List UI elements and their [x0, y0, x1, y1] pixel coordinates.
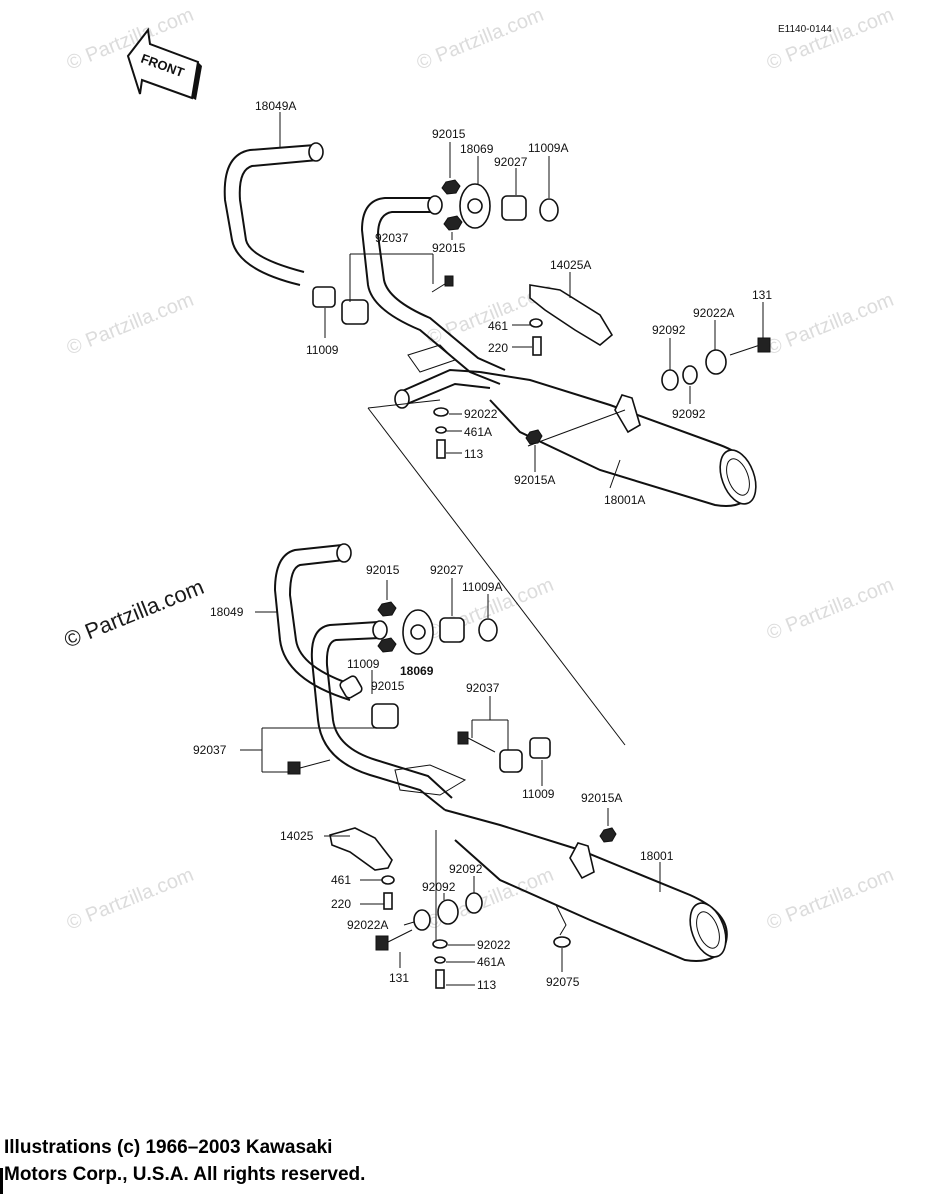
watermark: © Partzilla.com — [764, 864, 897, 935]
label-92037: 92037 — [466, 681, 500, 695]
label-92092: 92092 — [652, 323, 686, 337]
copyright-line-1: Illustrations (c) 1966–2003 Kawasaki — [4, 1137, 333, 1158]
label-113: 113 — [464, 447, 483, 461]
label-14025: 14025 — [280, 829, 314, 843]
label-18049: 18049 — [210, 605, 244, 619]
watermark: © Partzilla.com — [414, 4, 547, 75]
watermark: © Partzilla.com — [64, 289, 197, 360]
label-92092: 92092 — [422, 880, 456, 894]
lower-assembly: 92015 92027 11009A 18049 11009 92015 180… — [193, 543, 728, 992]
watermark: © Partzilla.com — [64, 864, 197, 935]
label-92015: 92015 — [371, 679, 405, 693]
label-92015: 92015 — [432, 241, 466, 255]
label-131: 131 — [389, 971, 409, 985]
label-14025A: 14025A — [550, 258, 591, 272]
label-92075: 92075 — [546, 975, 580, 989]
label-11009: 11009 — [347, 657, 380, 671]
label-11009: 11009 — [306, 343, 339, 357]
label-92022A: 92022A — [693, 306, 734, 320]
label-92022: 92022 — [464, 407, 498, 421]
label-92092: 92092 — [449, 862, 483, 876]
label-92015A: 92015A — [581, 791, 622, 805]
label-18069: 18069 — [400, 664, 434, 678]
label-92027: 92027 — [494, 155, 528, 169]
label-92027: 92027 — [430, 563, 464, 577]
label-92037: 92037 — [375, 231, 409, 245]
upper-assembly: 18049A 92015 18069 92027 11009A 92037 92… — [223, 99, 772, 746]
upper-leaders — [279, 112, 764, 489]
label-131: 131 — [752, 288, 772, 302]
label-461A: 461A — [464, 425, 492, 439]
watermark: © Partzilla.com — [764, 289, 897, 360]
copyright-bar — [0, 1168, 3, 1194]
front-arrow-icon: FRONT — [126, 27, 202, 100]
lower-leaders — [240, 578, 661, 986]
label-18001: 18001 — [640, 849, 674, 863]
diagram-code: E1140-0144 — [778, 24, 832, 35]
label-461: 461 — [331, 873, 351, 887]
label-220: 220 — [488, 341, 508, 355]
label-18069: 18069 — [460, 142, 494, 156]
label-11009A: 11009A — [462, 580, 502, 594]
label-461A: 461A — [477, 955, 505, 969]
label-18001A: 18001A — [604, 493, 645, 507]
label-11009A: 11009A — [528, 141, 568, 155]
label-92037: 92037 — [193, 743, 227, 757]
label-92022A: 92022A — [347, 918, 388, 932]
copyright-line-2: Motors Corp., U.S.A. All rights reserved… — [4, 1164, 366, 1185]
label-92022: 92022 — [477, 938, 511, 952]
label-92092: 92092 — [672, 407, 706, 421]
watermark-main: © Partzilla.com — [61, 574, 208, 653]
label-461: 461 — [488, 319, 508, 333]
label-92015: 92015 — [432, 127, 466, 141]
watermark: © Partzilla.com — [764, 4, 897, 75]
watermark: © Partzilla.com — [764, 574, 897, 645]
label-18049A: 18049A — [255, 99, 296, 113]
label-92015A: 92015A — [514, 473, 555, 487]
label-11009: 11009 — [522, 787, 555, 801]
copyright-notice: Illustrations (c) 1966–2003 Kawasaki Mot… — [4, 1134, 365, 1188]
label-113: 113 — [477, 978, 496, 992]
label-220: 220 — [331, 897, 351, 911]
label-92015: 92015 — [366, 563, 400, 577]
